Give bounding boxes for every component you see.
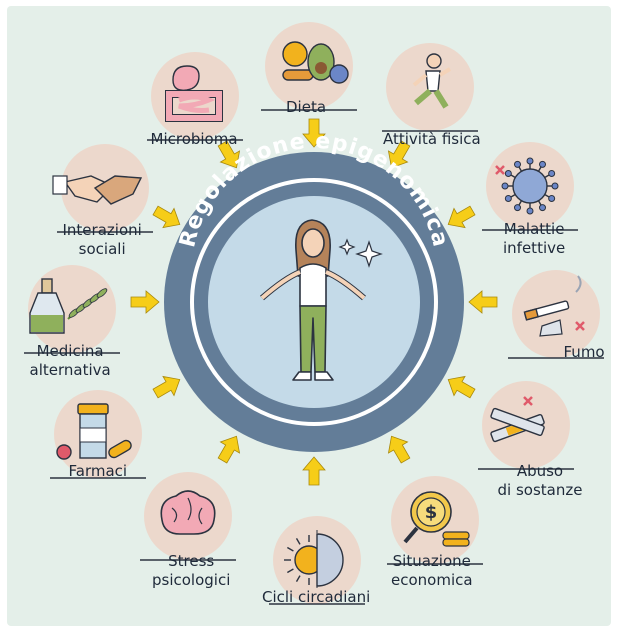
coin-magnifier-icon: $ [403, 491, 470, 547]
factor-label-line: Cicli circadiani [262, 588, 371, 606]
factor-label-line: Medicina [36, 342, 104, 360]
sparkle-icon [338, 238, 383, 268]
person-icon [260, 219, 366, 381]
factor-label-line: psicologici [152, 571, 231, 589]
runner-icon [412, 53, 452, 109]
arrow-0 [302, 118, 326, 148]
factor-label-line: Interazioni [62, 221, 142, 239]
herb-bottle-icon [29, 278, 108, 334]
handshake-icon [52, 175, 143, 205]
factor-label-line: alternativa [29, 361, 111, 379]
svg-text:$: $ [425, 502, 438, 523]
arrow-11 [217, 140, 241, 169]
factor-label-line: Abuso [516, 462, 564, 480]
arrow-10 [152, 205, 181, 229]
factor-interazioni [52, 144, 153, 233]
factor-label-attivita: Attività fisica [383, 130, 481, 149]
food-icon [282, 41, 349, 84]
factor-label-line: Farmaci [68, 462, 128, 480]
syringe-icon [490, 396, 545, 443]
factor-label-line: Malattie [503, 220, 565, 238]
factor-label-line: Microbioma [150, 130, 238, 148]
factor-label-line: economica [391, 571, 473, 589]
factor-dieta [261, 22, 357, 111]
factor-label-line: infettive [503, 239, 566, 257]
factor-label-line: Stress [168, 552, 215, 570]
factor-label-cicli: Cicli circadiani [262, 588, 370, 607]
arrow-5 [387, 435, 411, 464]
arrow-2 [447, 205, 476, 229]
sun-moon-icon [284, 530, 344, 590]
factor-attivita [382, 43, 478, 132]
factor-situazione: $ [387, 476, 483, 565]
pill-bottle-icon [56, 403, 132, 460]
factor-cicli [269, 516, 365, 605]
factor-fumo [508, 270, 604, 359]
factor-label-line: Situazione [392, 552, 471, 570]
intestine-icon [165, 65, 223, 122]
factor-label-line: di sostanze [497, 481, 583, 499]
factor-label-fumo: Fumo [564, 343, 605, 362]
factor-label-line: sociali [78, 240, 126, 258]
arrow-8 [152, 375, 181, 399]
factor-stress [140, 472, 236, 561]
arrow-4 [447, 375, 476, 399]
cigarette-icon [523, 275, 585, 337]
arrows-group [130, 118, 498, 486]
factor-label-farmaci: Farmaci [69, 462, 128, 481]
factor-label-line: Fumo [563, 343, 605, 361]
virus-icon [495, 157, 559, 215]
brain-icon [160, 490, 216, 535]
arrow-9 [130, 290, 160, 314]
factor-abuso [478, 381, 574, 470]
factor-label-microbioma: Microbioma [151, 130, 238, 149]
arrow-1 [387, 140, 411, 169]
arrow-3 [468, 290, 498, 314]
factor-label-line: Attività fisica [383, 130, 481, 148]
factor-medicina [24, 265, 120, 354]
factor-label-line: Dieta [286, 98, 327, 116]
factor-disc [512, 270, 600, 358]
factors-group: $ [24, 22, 604, 605]
factor-microbioma [147, 52, 243, 141]
factor-malattie [482, 142, 578, 231]
ring-separator [190, 178, 438, 426]
factor-farmaci [50, 390, 146, 479]
arrow-7 [217, 435, 241, 464]
arrow-6 [302, 456, 326, 486]
factor-label-dieta: Dieta [286, 98, 326, 117]
